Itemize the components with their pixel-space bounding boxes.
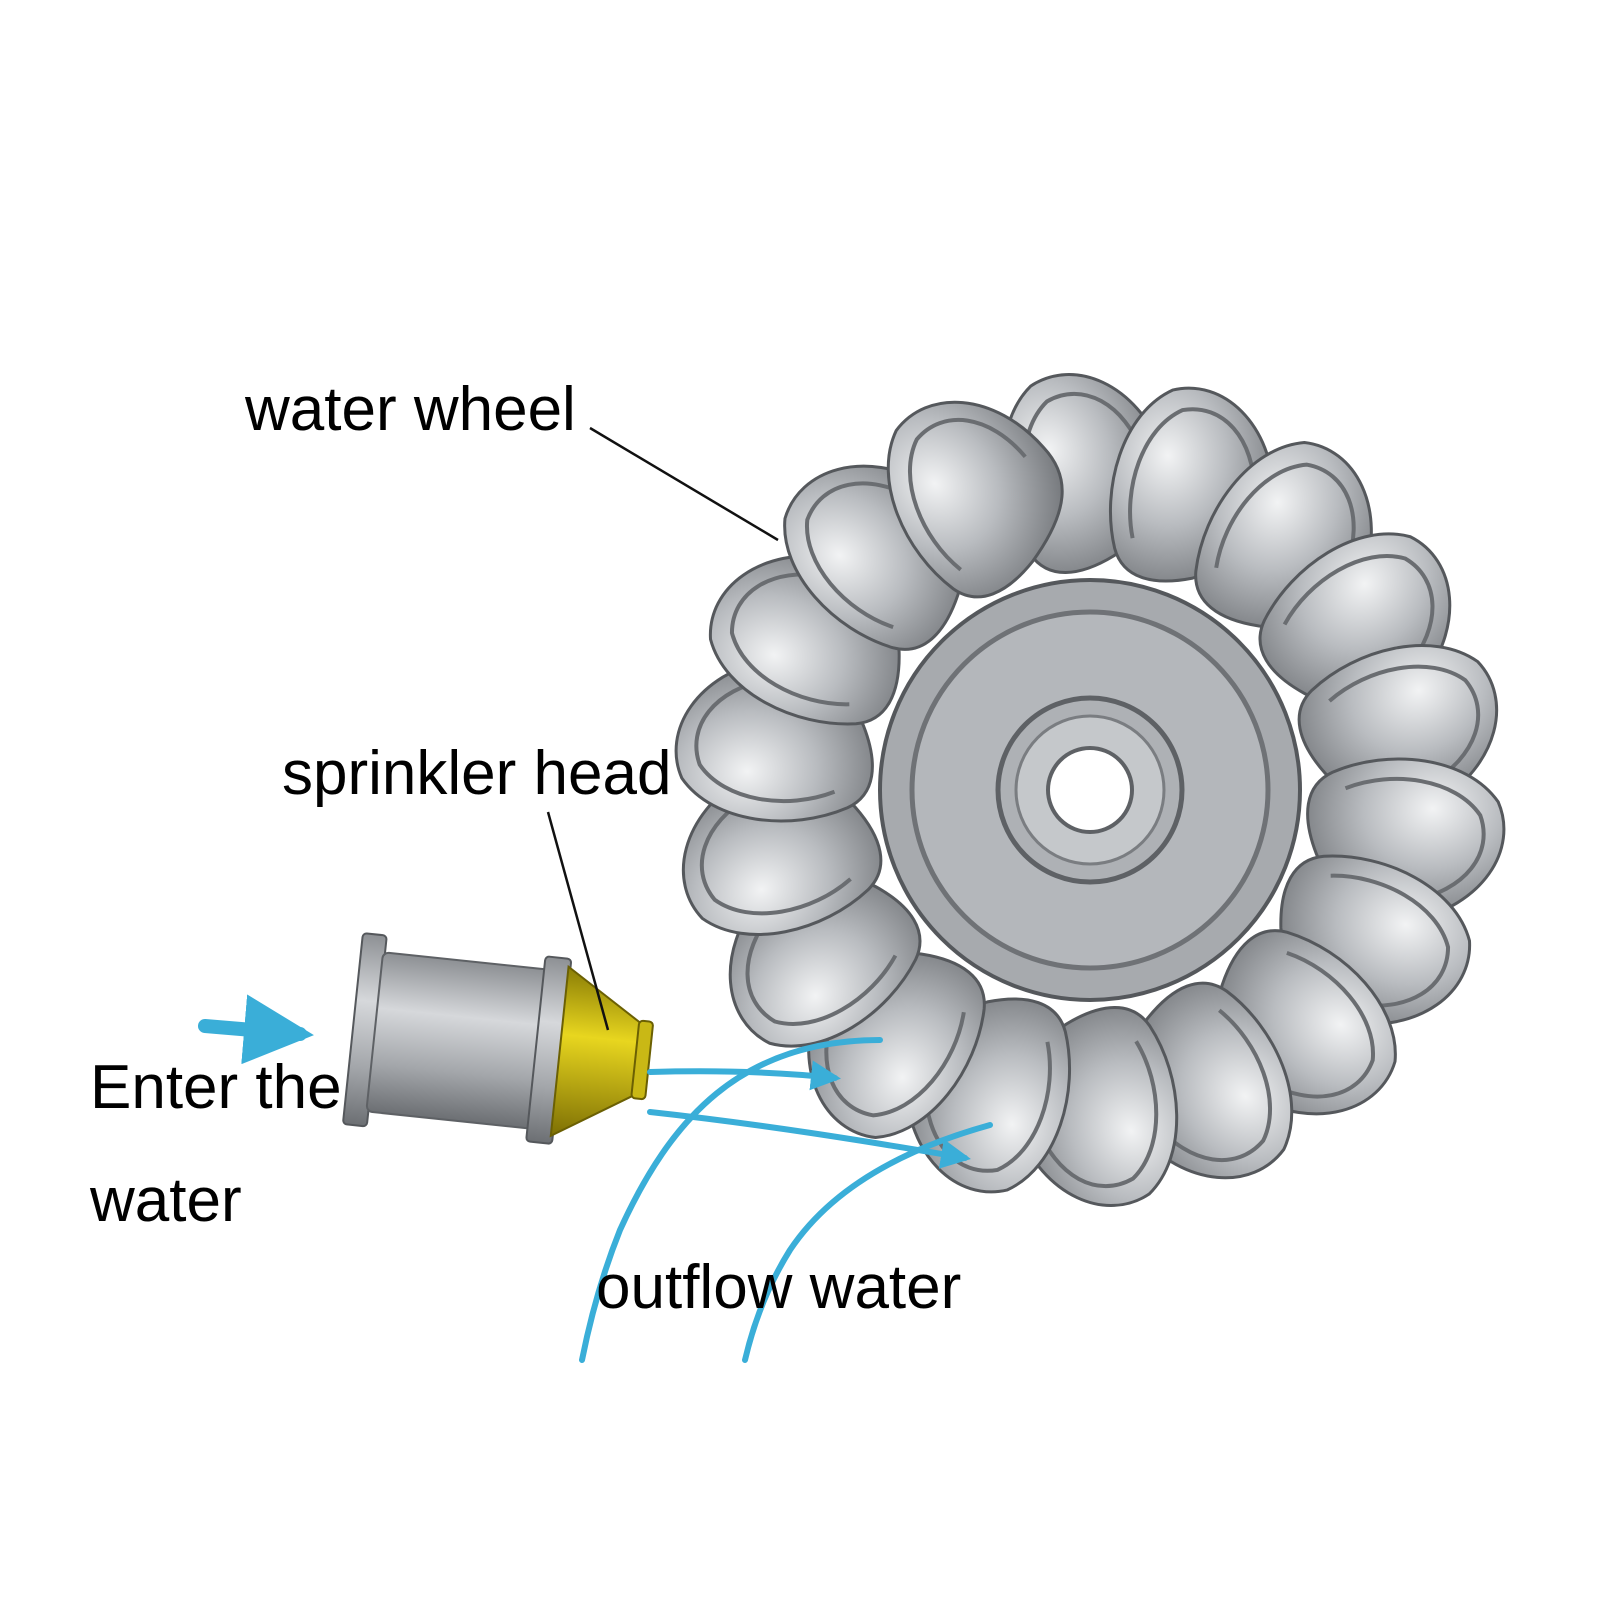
label-water-wheel: water wheel (245, 375, 576, 444)
sprinkler-head-tip (630, 1019, 654, 1101)
outflow-stream-right (742, 1122, 993, 1363)
label-outflow-water: outflow water (596, 1253, 962, 1322)
inflow-arrow (198, 994, 314, 1065)
leader-water-wheel (589, 426, 779, 542)
outflow-stream-left (579, 1037, 883, 1363)
nozzle-body (365, 951, 553, 1130)
leader-lines (546, 426, 779, 1031)
nozzle-assembly (342, 932, 654, 1145)
water-flow (198, 994, 993, 1363)
label-enter-water-line1: Enter the (90, 1053, 342, 1122)
water-wheel (674, 373, 1506, 1207)
wheel-bucket (886, 400, 1064, 599)
leader-sprinkler-head (546, 811, 610, 1031)
label-sprinkler-head: sprinkler head (282, 739, 672, 808)
sprinkler-head-cone (549, 964, 644, 1138)
label-enter-water-line2: water (90, 1166, 242, 1235)
wheel-shaft-hole (1046, 746, 1134, 834)
